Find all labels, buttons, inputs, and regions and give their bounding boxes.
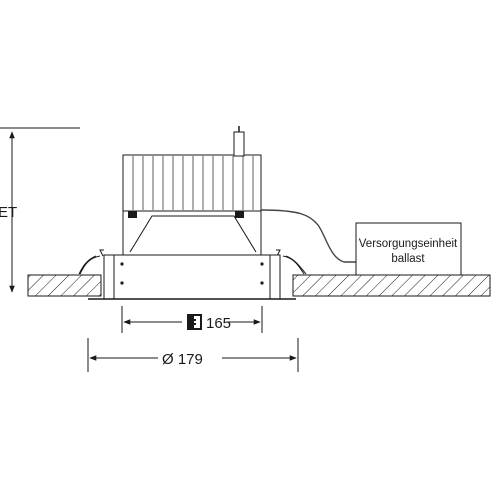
ballast-label-line2: ballast: [391, 253, 425, 265]
ceiling-cutout-icon: [187, 314, 202, 330]
cutout-dimension-label: 165: [206, 315, 231, 332]
cutout-dimension: 165: [121, 306, 263, 333]
outer-diameter-dimension: Ø 179: [87, 338, 299, 372]
height-dimension: ET: [0, 127, 80, 293]
ceiling-section: [27, 274, 491, 297]
mounting-springs: [78, 249, 307, 275]
trim-ring: [88, 254, 296, 300]
reflector-body: [122, 210, 262, 256]
ballast-box: Versorgungseinheit ballast: [355, 222, 462, 276]
ballast-label-line1: Versorgungseinheit: [359, 238, 458, 250]
outer-dimension-label: Ø 179: [162, 351, 203, 368]
driver-housing: [122, 126, 262, 212]
height-label: ET: [0, 204, 17, 221]
supply-cable: [260, 209, 356, 263]
